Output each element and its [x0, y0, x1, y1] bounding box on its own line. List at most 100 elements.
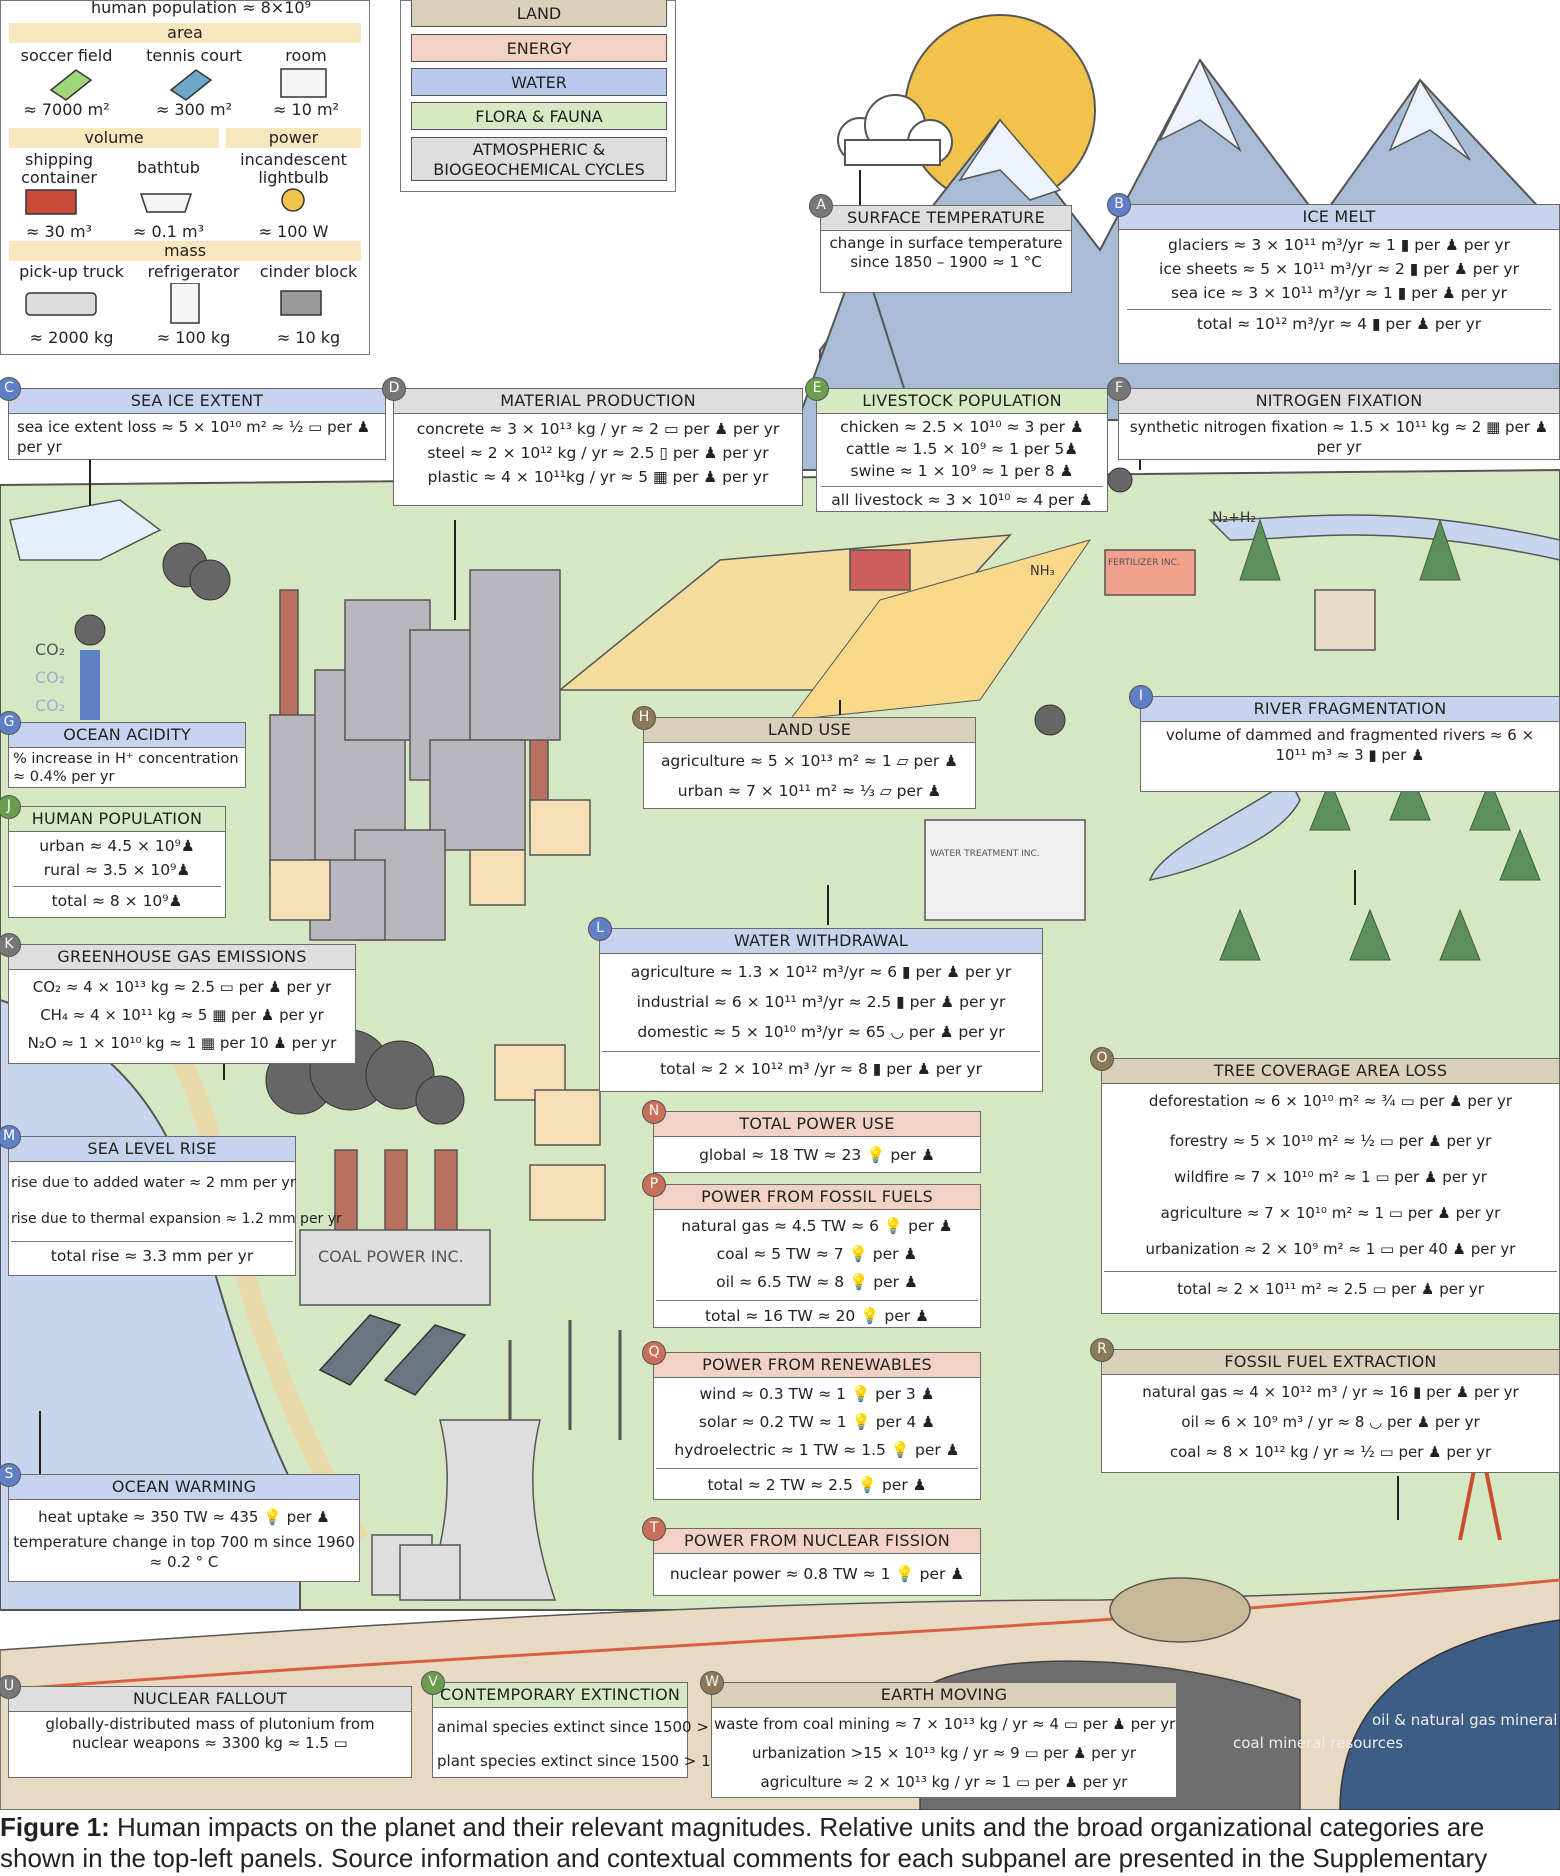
lightbulb-icon — [281, 188, 305, 212]
legend-area-label: soccer field — [20, 46, 113, 65]
legend-power-value: ≈ 100 W — [258, 222, 329, 241]
panel-title: HUMAN POPULATION — [9, 807, 225, 832]
panel-livestock-population: LIVESTOCK POPULATION E chicken ≈ 2.5 × 1… — [805, 377, 1108, 512]
panel-title: SURFACE TEMPERATURE — [821, 206, 1071, 231]
n2h2-label: N₂+H₂ — [1212, 510, 1256, 526]
category-flora-fauna: FLORA & FAUNA — [411, 102, 667, 130]
panel-row: plastic ≈ 4 × 10¹¹kg / yr ≈ 5 ▦ per ♟ pe… — [427, 468, 769, 486]
panel-title: POWER FROM NUCLEAR FISSION — [654, 1529, 980, 1554]
legend-mass-value: ≈ 100 kg — [156, 328, 231, 347]
panel-title: NUCLEAR FALLOUT — [9, 1687, 411, 1712]
panel-badge: J — [0, 795, 21, 819]
panel-material-production: MATERIAL PRODUCTION D concrete ≈ 3 × 10¹… — [382, 377, 803, 506]
mountain-snow — [958, 118, 1062, 201]
panel-row: cattle ≈ 1.5 × 10⁹ ≈ 1 per 5♟ — [845, 440, 1079, 458]
panel-human-population: HUMAN POPULATION J urban ≈ 4.5 × 10⁹♟ ru… — [0, 795, 226, 918]
panel-title: WATER WITHDRAWAL — [600, 929, 1042, 954]
legend-volume-icons — [25, 188, 305, 215]
legend-mass-value: ≈ 2000 kg — [29, 328, 114, 347]
city-buildings — [269, 569, 561, 941]
panel-row: volume of dammed and fragmented rivers ≈… — [1165, 726, 1535, 764]
panel-badge: C — [0, 377, 21, 401]
ice-floes — [9, 499, 162, 561]
legend-volume-band: volume — [9, 128, 219, 148]
panel-row: nuclear power ≈ 0.8 TW ≈ 1 💡 per ♟ — [669, 1565, 965, 1583]
panel-row: swine ≈ 1 × 10⁹ ≈ 1 per 8 ♟ — [850, 462, 1074, 480]
panel-row: % increase in H⁺ concentration ≈ 0.4% pe… — [13, 751, 239, 785]
panel-sea-level-rise: SEA LEVEL RISE M rise due to added water… — [0, 1125, 342, 1276]
river — [1208, 514, 1560, 561]
panel-row: deforestation ≈ 6 × 10¹⁰ m² ≈ ¾ ▭ per ♟ … — [1148, 1092, 1513, 1110]
panel-ocean-warming: OCEAN WARMING S heat uptake ≈ 350 TW ≈ 4… — [0, 1463, 360, 1582]
panel-badge: L — [588, 917, 612, 941]
caption-line: shown in the top-left panels. Source inf… — [0, 1843, 1488, 1873]
panel-row: chicken ≈ 2.5 × 10¹⁰ ≈ 3 per ♟ — [840, 418, 1084, 436]
connector-lines — [39, 170, 1399, 1520]
panel-badge: S — [0, 1463, 21, 1487]
panel-title: SEA ICE EXTENT — [9, 389, 385, 414]
panel-row: urbanization ≈ 2 × 10⁹ m² ≈ 1 ▭ per 40 ♟… — [1145, 1240, 1516, 1258]
panel-title: RIVER FRAGMENTATION — [1141, 697, 1559, 722]
panel-badge: W — [700, 1671, 724, 1695]
panel-row: urban ≈ 7 × 10¹¹ m² ≈ ⅓ ▱ per ♟ — [677, 782, 942, 800]
panel-row: agriculture ≈ 2 × 10¹³ kg / yr ≈ 1 ▭ per… — [760, 1773, 1128, 1791]
water-treatment-label: WATER TREATMENT INC. — [930, 849, 1040, 859]
category-atmospheric: ATMOSPHERIC & BIOGEOCHEMICAL CYCLES — [411, 137, 667, 181]
legend-mass-label: cinder block — [259, 262, 358, 281]
panel-power-from-fossil-fuels: POWER FROM FOSSIL FUELS P natural gas ≈ … — [642, 1173, 981, 1328]
category-land: LAND — [411, 0, 667, 27]
mountain-snow — [1388, 78, 1471, 161]
panel-title: POWER FROM FOSSIL FUELS — [654, 1185, 980, 1210]
panel-row: plant species extinct since 1500 > 120 — [437, 1752, 730, 1770]
panel-row: N₂O ≈ 1 × 10¹⁰ kg ≈ 1 ▦ per 10 ♟ per yr — [27, 1034, 337, 1052]
panel-total: total ≈ 2 × 10¹² m³ /yr ≈ 8 ▮ per ♟ per … — [602, 1051, 1040, 1084]
panel-row: ice sheets ≈ 5 × 10¹¹ m³/yr ≈ 2 ▮ per ♟ … — [1159, 260, 1519, 278]
panel-total: total ≈ 10¹² m³/yr ≈ 4 ▮ per ♟ per yr — [1127, 309, 1551, 336]
panel-row: wind ≈ 0.3 TW ≈ 1 💡 per 3 ♟ — [699, 1385, 935, 1403]
oil-deposit — [1339, 1619, 1560, 1810]
legend-area-value: ≈ 300 m² — [155, 100, 233, 119]
panel-greenhouse-gas-emissions: GREENHOUSE GAS EMISSIONS K CO₂ ≈ 4 × 10¹… — [0, 933, 356, 1064]
panel-total-power-use: TOTAL POWER USE N global ≈ 18 TW ≈ 23 💡 … — [642, 1100, 981, 1173]
panel-row: agriculture ≈ 7 × 10¹⁰ m² ≈ 1 ▭ per ♟ pe… — [1160, 1204, 1501, 1222]
panel-badge: E — [805, 377, 829, 401]
panel-row: oil ≈ 6.5 TW ≈ 8 💡 per ♟ — [716, 1273, 918, 1291]
panel-row: wildfire ≈ 7 × 10¹⁰ m² ≈ 1 ▭ per ♟ per y… — [1174, 1168, 1487, 1186]
panel-badge: Q — [642, 1341, 666, 1365]
legend-area-label: room — [285, 46, 327, 65]
panel-title: EARTH MOVING — [712, 1683, 1176, 1708]
legend-mass-label: pick-up truck — [19, 262, 124, 281]
panel-power-from-nuclear-fission: POWER FROM NUCLEAR FISSION T nuclear pow… — [642, 1517, 981, 1596]
legend-mass-value: ≈ 10 kg — [276, 328, 341, 347]
panel-badge: N — [642, 1100, 666, 1124]
panel-row: synthetic nitrogen fixation ≈ 1.5 × 10¹¹… — [1129, 418, 1549, 456]
panel-sea-ice-extent: SEA ICE EXTENT C sea ice extent loss ≈ 5… — [0, 377, 386, 460]
panel-badge: I — [1129, 685, 1153, 709]
panel-title: POWER FROM RENEWABLES — [654, 1353, 980, 1378]
coal-resources-label: coal mineral resources — [1233, 1734, 1403, 1752]
room-icon — [280, 68, 327, 98]
legend-volume-value: ≈ 30 m³ — [26, 222, 92, 241]
legend-area-band: area — [9, 23, 361, 43]
panel-nitrogen-fixation: NITROGEN FIXATION F synthetic nitrogen f… — [1107, 377, 1560, 460]
refrigerator-icon — [170, 283, 200, 324]
panel-row: waste from coal mining ≈ 7 × 10¹³ kg / y… — [714, 1715, 1176, 1733]
fertilizer-factory — [1104, 549, 1196, 596]
panel-badge: V — [421, 1671, 445, 1695]
legend-volume-label: bathtub — [137, 158, 200, 177]
panel-row: glaciers ≈ 3 × 10¹¹ m³/yr ≈ 1 ▮ per ♟ pe… — [1168, 236, 1510, 254]
panel-title: ICE MELT — [1119, 205, 1559, 230]
panel-row: coal ≈ 8 × 10¹² kg / yr ≈ ½ ▭ per ♟ per … — [1169, 1443, 1492, 1461]
legend-area-label: tennis court — [146, 46, 242, 65]
category-energy: ENERGY — [411, 34, 667, 62]
panel-land-use: LAND USE H agriculture ≈ 5 × 10¹³ m² ≈ 1… — [632, 706, 976, 809]
nh3-label: NH₃ — [1030, 564, 1055, 579]
panel-badge: A — [809, 194, 833, 218]
panel-row: hydroelectric ≈ 1 TW ≈ 1.5 💡 per ♟ — [674, 1441, 960, 1459]
panel-row: oil ≈ 6 × 10⁹ m³ / yr ≈ 8 ◡ per ♟ per yr — [1181, 1413, 1480, 1431]
panel-row: change in surface temperature since 1850… — [829, 234, 1063, 271]
panel-total: total rise ≈ 3.3 mm per yr — [11, 1241, 293, 1268]
oil-resources-label: oil & natural gas mineral resources — [1372, 1711, 1560, 1729]
panel-row: agriculture ≈ 1.3 × 10¹² m³/yr ≈ 6 ▮ per… — [630, 963, 1012, 981]
legend-area-icons — [49, 68, 327, 101]
